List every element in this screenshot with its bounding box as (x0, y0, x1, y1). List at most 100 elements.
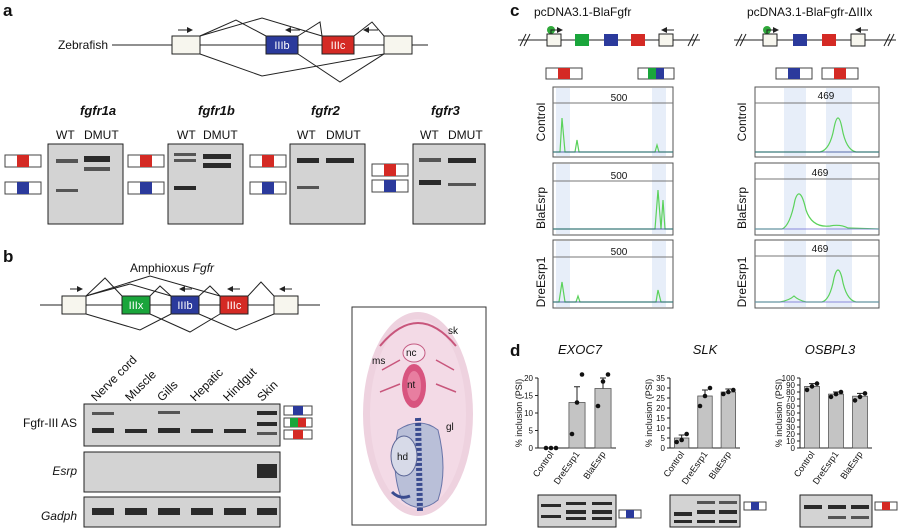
trace-left-control: 500 (552, 86, 674, 158)
panel-letter-c: c (510, 1, 519, 20)
bar (804, 385, 820, 449)
y-tick-label: 20 (656, 404, 665, 413)
amphioxus-title: Amphioxus Fgfr (130, 261, 215, 275)
y-tick-label: 30 (656, 384, 665, 393)
data-point (702, 393, 708, 399)
gel-exoc7 (537, 494, 617, 528)
gel-fgfr2 (289, 143, 366, 225)
axis-label-500: 500 (611, 247, 628, 258)
trace-left-blaesrp: 500 (552, 162, 674, 236)
category-label: BlaEsrp (707, 449, 733, 481)
data-point (674, 439, 679, 445)
category-label: Control (792, 449, 817, 479)
histology-section: sk nc ms nt gl hd (351, 306, 487, 526)
bar (852, 395, 868, 449)
gel-fgfr3 (412, 143, 486, 225)
chart-title: SLK (693, 342, 719, 357)
data-point (574, 400, 580, 405)
gel-osbpl3 (799, 494, 873, 528)
data-point (707, 385, 713, 391)
lane-label-wt: WT (297, 128, 316, 142)
data-point (726, 389, 731, 395)
zebrafish-gene-schematic: Zebrafish IIIb IIIc (58, 17, 428, 83)
trace-right-dreesrp1: 469 (754, 239, 880, 309)
condition-label-blaesrp-left: BlaEsrp (534, 187, 548, 229)
section-label-hd: hd (397, 452, 408, 463)
axis-label-500: 500 (611, 171, 628, 182)
plasmid-title-right: pcDNA3.1-BlaFgfr-ΔIIIx (747, 5, 872, 19)
trace-right-control: 469 (754, 86, 880, 158)
lane-label-wt: WT (177, 128, 196, 142)
gel-fgfr1b (167, 143, 244, 225)
bar (828, 393, 844, 449)
tissue-hindgut: Hindgut (220, 365, 260, 405)
data-point (857, 394, 863, 400)
gene-fgfr2: fgfr2 (311, 103, 341, 118)
category-label: Control (531, 449, 556, 479)
panel-letter-a: a (3, 1, 13, 20)
y-tick-label: 100 (782, 374, 796, 383)
tissue-gills: Gills (154, 378, 180, 404)
panel-d: d EXOC7% inclusion (PSI)05101520ControlD… (510, 341, 898, 528)
data-point (814, 381, 820, 386)
lane-label-wt: WT (56, 128, 75, 142)
axis-label-469: 469 (818, 91, 835, 102)
y-tick-label: 10 (524, 409, 533, 418)
panel-c: c pcDNA3.1-BlaFgfr pcDNA3.1-BlaFgfr-ΔIII… (510, 1, 896, 309)
y-tick-label: 40 (786, 416, 795, 425)
category-label: Control (661, 449, 686, 479)
y-tick-label: 80 (786, 388, 795, 397)
section-label-nt: nt (407, 380, 416, 391)
row-label-gadph: Gadph (41, 509, 77, 523)
condition-label-control-right: Control (735, 103, 749, 142)
y-tick-label: 60 (786, 402, 795, 411)
bar (594, 388, 612, 449)
data-point (833, 391, 839, 397)
data-point (731, 387, 736, 393)
plasmid-schematic-left (518, 26, 700, 47)
condition-label-control-left: Control (534, 103, 548, 142)
section-label-ms: ms (372, 356, 385, 367)
gel-esrp (83, 451, 281, 493)
data-point (553, 445, 559, 451)
bar-chart-slk: SLK% inclusion (PSI)05101520253035Contro… (644, 342, 740, 486)
panel-letter-d: d (510, 341, 520, 360)
y-tick-label: 10 (786, 437, 795, 446)
y-axis-label: % inclusion (PSI) (774, 379, 784, 448)
exon-label-IIIx: IIIx (129, 300, 144, 312)
condition-label-dreesrp1-left: DreEsrp1 (534, 256, 548, 307)
panel-b: b Amphioxus Fgfr IIIx IIIb IIIc (3, 247, 487, 528)
zebrafish-label: Zebrafish (58, 38, 108, 52)
data-point (569, 431, 575, 437)
data-point (862, 391, 868, 396)
y-tick-label: 20 (524, 374, 533, 383)
panel-a: a Zebrafish IIIb IIIc fgfr1a fgfr1b fgfr… (3, 1, 486, 225)
data-point (804, 387, 810, 393)
trace-left-dreesrp1: 500 (552, 239, 674, 309)
category-label: BlaEsrp (581, 449, 607, 481)
y-tick-label: 15 (524, 392, 533, 401)
y-tick-label: 30 (786, 423, 795, 432)
data-point (605, 372, 611, 377)
lane-label-dmut: DMUT (326, 128, 361, 142)
bar-chart-exoc7: EXOC7% inclusion (PSI)05101520ControlDre… (514, 342, 616, 486)
isoform-icons-c (545, 67, 859, 80)
y-tick-label: 0 (661, 444, 666, 453)
isoform-icons-a (4, 154, 409, 195)
data-point (600, 379, 606, 384)
section-label-sk: sk (448, 326, 459, 337)
bar (720, 391, 736, 449)
gel-gadph (83, 496, 281, 528)
data-point (595, 403, 601, 409)
amphioxus-title-gene: Fgfr (193, 261, 215, 275)
section-label-gl: gl (446, 422, 454, 433)
plasmid-schematic-right (734, 26, 896, 47)
bar-charts: EXOC7% inclusion (PSI)05101520ControlDre… (514, 342, 872, 486)
category-label: DreEsrp1 (552, 449, 582, 486)
panel-letter-b: b (3, 247, 13, 266)
amphioxus-title-prefix: Amphioxus (130, 261, 189, 275)
row-label-esrp: Esrp (52, 464, 77, 478)
condition-label-dreesrp1-right: DreEsrp1 (735, 256, 749, 307)
axis-label-469: 469 (812, 244, 829, 255)
